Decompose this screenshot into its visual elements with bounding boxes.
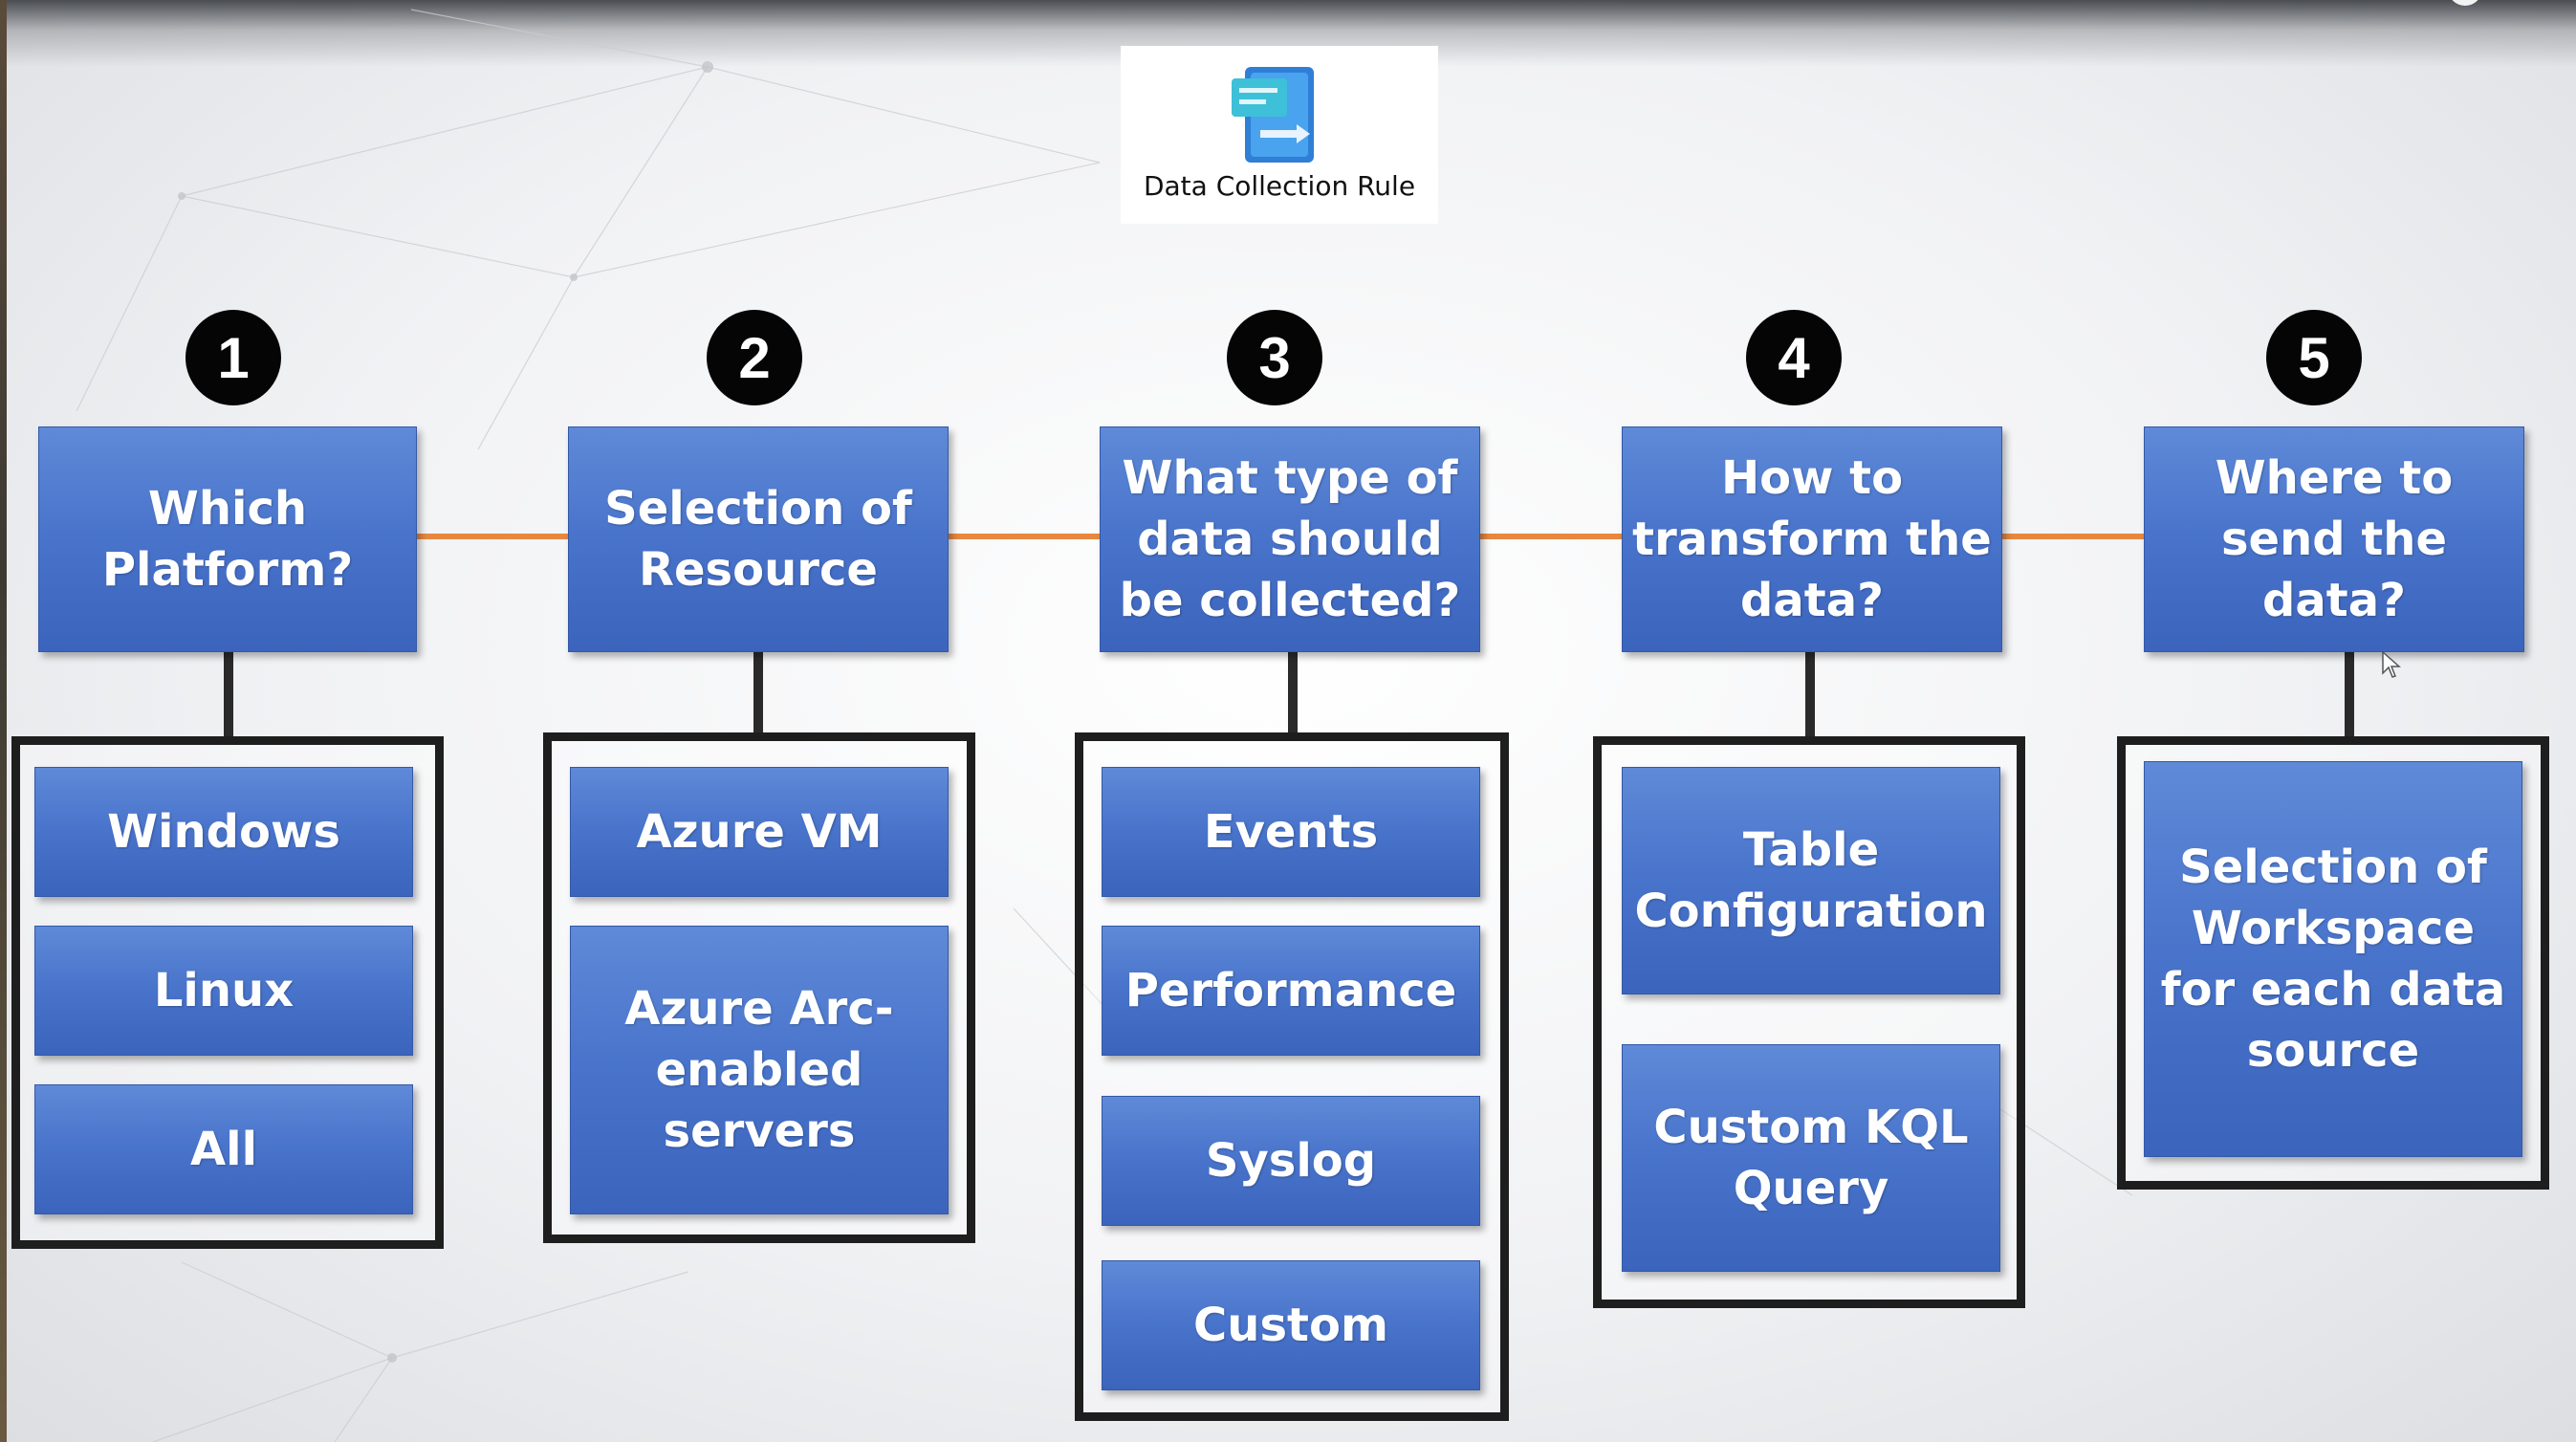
mouse-cursor-icon [2382, 650, 2401, 678]
connector-3-4 [1478, 534, 1624, 539]
option-windows: Windows [34, 767, 413, 897]
data-collection-rule-title: Data Collection Rule [1143, 170, 1416, 202]
data-collection-rule-header: Data Collection Rule [1121, 46, 1438, 224]
stem-5 [2345, 652, 2354, 738]
left-edge [0, 0, 7, 1442]
step-1-question: Which Platform? [38, 426, 417, 652]
connector-2-3 [947, 534, 1102, 539]
step-1-badge: 1 [186, 310, 281, 405]
step-2-question: Selection of Resource [568, 426, 949, 652]
option-custom-kql-query: Custom KQL Query [1622, 1044, 2000, 1272]
option-performance: Performance [1102, 926, 1480, 1056]
step-4-badge: 4 [1746, 310, 1842, 405]
step-3-badge: 3 [1227, 310, 1322, 405]
option-linux: Linux [34, 926, 413, 1056]
stem-3 [1288, 652, 1298, 736]
option-all: All [34, 1084, 413, 1214]
step-4-question: How to transform the data? [1622, 426, 2002, 652]
step-5-badge: 5 [2266, 310, 2362, 405]
connector-1-2 [415, 534, 570, 539]
option-syslog: Syslog [1102, 1096, 1480, 1226]
step-3-question: What type of data should be collected? [1100, 426, 1480, 652]
step-2-badge: 2 [707, 310, 802, 405]
option-selection-of-workspace: Selection of Workspace for each data sou… [2144, 761, 2522, 1157]
stem-4 [1805, 652, 1815, 738]
step-5-question: Where to send the data? [2144, 426, 2524, 652]
option-table-configuration: Table Configuration [1622, 767, 2000, 994]
stem-2 [753, 652, 763, 736]
connector-4-5 [2000, 534, 2146, 539]
option-events: Events [1102, 767, 1480, 897]
data-collection-rule-icon [1232, 67, 1314, 163]
option-custom: Custom [1102, 1260, 1480, 1390]
option-azure-arc-enabled-servers: Azure Arc- enabled servers [570, 926, 949, 1214]
corner-circle [2448, 0, 2482, 6]
stem-1 [224, 652, 233, 738]
option-azure-vm: Azure VM [570, 767, 949, 897]
